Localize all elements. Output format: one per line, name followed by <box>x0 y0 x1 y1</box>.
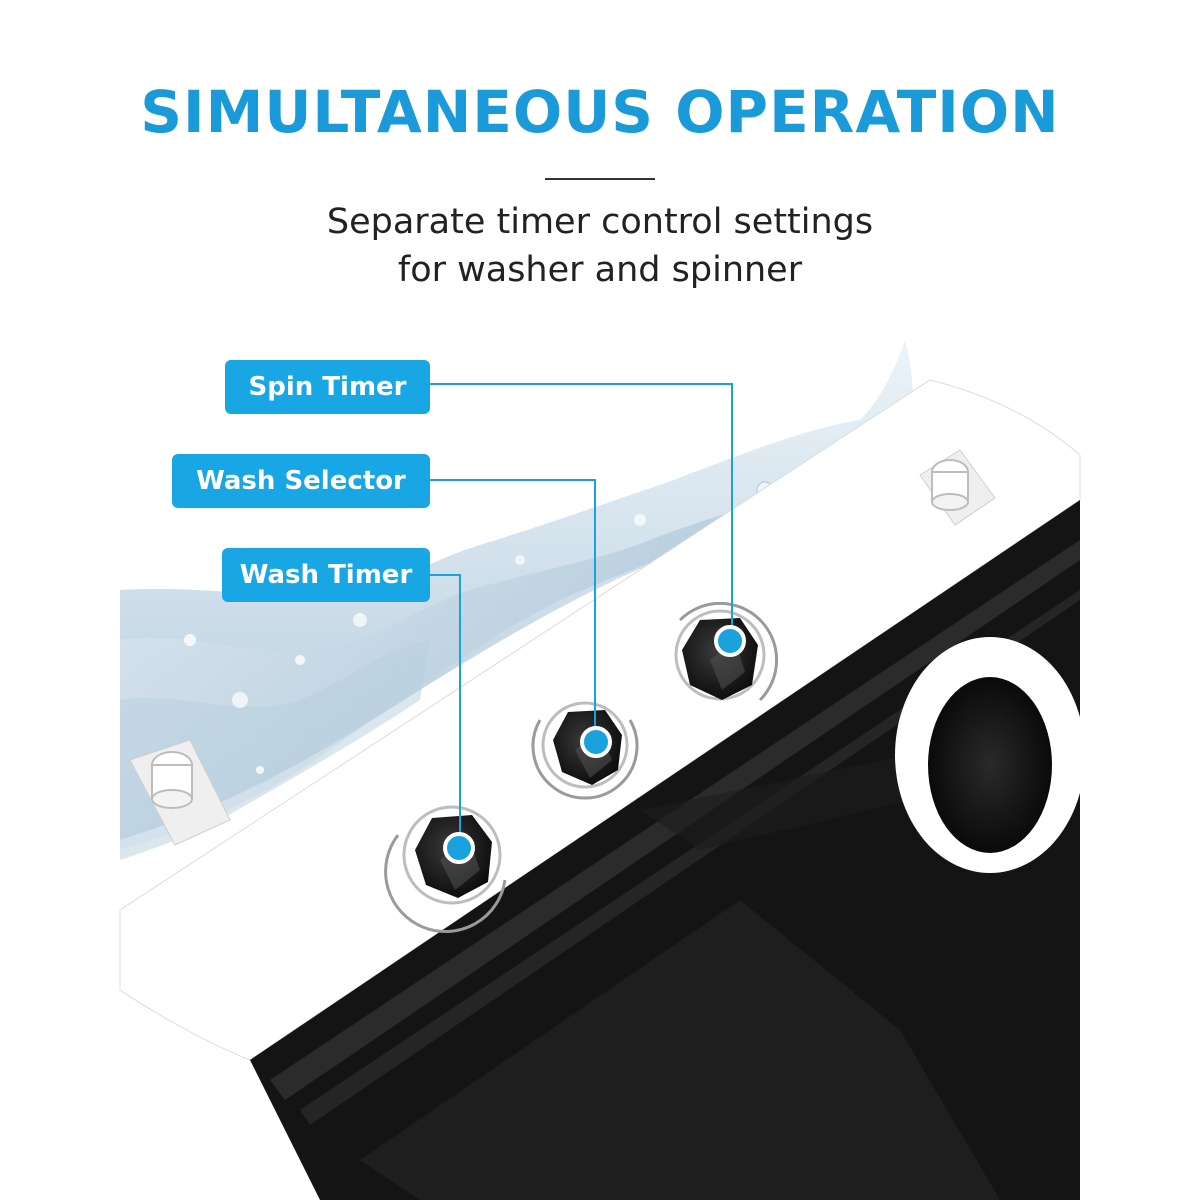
spin-timer-label: Spin Timer <box>225 360 430 414</box>
headline: SIMULTANEOUS OPERATION <box>140 78 1060 146</box>
subtitle-line-1: Separate timer control settings <box>326 202 874 242</box>
callout-dots <box>443 625 746 864</box>
spin-timer-leader <box>430 383 733 640</box>
wash-selector-label: Wash Selector <box>172 454 430 508</box>
wash-timer-dot <box>443 832 475 864</box>
divider <box>545 178 655 180</box>
wash-timer-label: Wash Timer <box>222 548 430 602</box>
wash-selector-leader <box>430 479 596 740</box>
vent-fitting-bottom <box>129 739 231 846</box>
subtitle: Separate timer control settings for wash… <box>0 198 1200 294</box>
wash-timer-leader <box>430 574 461 848</box>
vent-fitting-top <box>919 449 996 526</box>
spin-timer-dot <box>714 625 746 657</box>
subtitle-line-2: for washer and spinner <box>397 250 803 290</box>
spinner-lid <box>895 637 1085 873</box>
wash-selector-dot <box>580 726 612 758</box>
callout-leader-lines <box>430 383 733 848</box>
